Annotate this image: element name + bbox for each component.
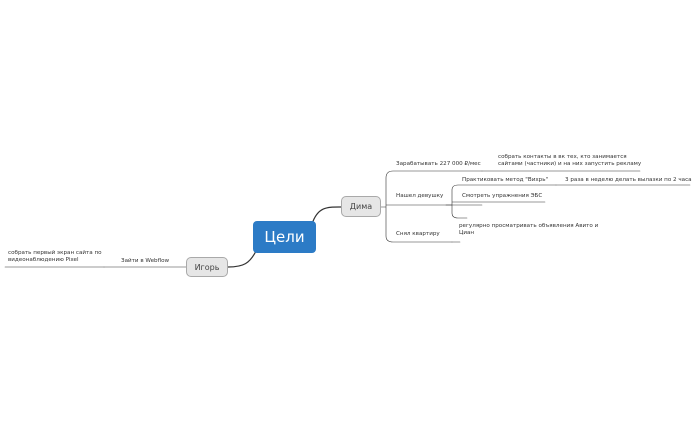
subtopic-vihr[interactable]: Практиковать метод "Вихрь" [462, 177, 549, 183]
subtopic-webflow[interactable]: Зайти в Webflow [121, 258, 170, 264]
subtopic-vihr-child[interactable]: 3 раза в неделю делать вылазки по 2 часа [565, 177, 692, 183]
main-topic-igor[interactable]: Игорь [186, 257, 228, 277]
subtopic-ebs[interactable]: Смотреть упражнения ЭБС [462, 193, 543, 199]
subtopic-apartment[interactable]: Снял квартиру [396, 231, 440, 237]
connector-girl-bracket [445, 184, 557, 219]
subtopic-girl[interactable]: Нашел девушку [396, 193, 444, 199]
subtopic-apartment-child[interactable]: регулярно просматривать объявления Авито… [459, 223, 599, 236]
central-topic[interactable]: Цели [253, 221, 316, 253]
subtopic-earn[interactable]: Зарабатывать 227 000 ₽/мес [396, 161, 481, 167]
connector-central-igor [227, 248, 258, 268]
main-topic-dima[interactable]: Дима [341, 196, 381, 217]
subtopic-earn-child[interactable]: собрать контакты в вк тех, кто занимаетс… [498, 154, 642, 167]
connector-central-dima [311, 206, 343, 225]
connector-dima-bracket [379, 170, 483, 243]
subtopic-webflow-child[interactable]: собрать первый экран сайта по видеонаблю… [8, 250, 102, 263]
